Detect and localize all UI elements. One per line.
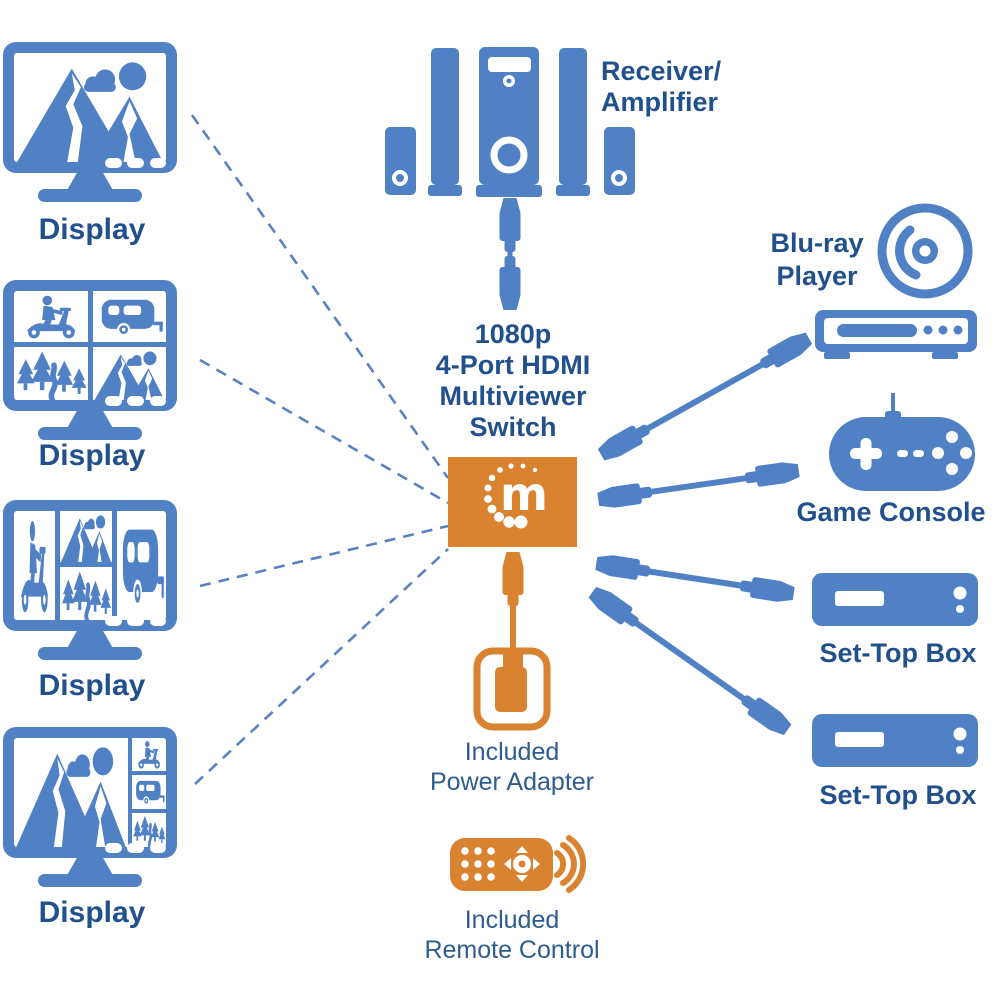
settop-box-1-icon bbox=[812, 573, 978, 626]
settop-box-2-icon bbox=[812, 714, 978, 767]
display-4-icon bbox=[3, 727, 177, 887]
display-connection-3 bbox=[199, 524, 449, 588]
remote-control-label: Included Remote Control bbox=[424, 906, 600, 964]
hdmi-cable-receiver bbox=[499, 198, 521, 310]
hdmi-cable-settop-1 bbox=[594, 552, 796, 605]
bluray-player-icon bbox=[815, 203, 977, 359]
game-console-label: Game Console bbox=[796, 497, 986, 527]
logo-letter: m bbox=[500, 467, 548, 521]
game-console-icon bbox=[829, 393, 975, 491]
display-connection-4 bbox=[194, 548, 449, 785]
remote-control-icon bbox=[450, 835, 587, 893]
display-4-label: Display bbox=[38, 896, 146, 929]
display-1-icon bbox=[3, 42, 177, 202]
display-3-label: Display bbox=[38, 669, 146, 702]
power-adapter-icon bbox=[473, 552, 551, 731]
switch-box: m bbox=[448, 457, 577, 547]
display-3-icon bbox=[3, 500, 177, 660]
display-connection-1 bbox=[190, 114, 450, 479]
settop-box-2-label: Set-Top Box bbox=[819, 780, 977, 810]
wireless-signal-icon bbox=[554, 835, 587, 893]
hdmi-cable-settop-2 bbox=[586, 583, 794, 739]
receiver-label: Receiver/ Amplifier bbox=[601, 56, 722, 117]
display-1-label: Display bbox=[38, 213, 146, 246]
manhattan-logo: m bbox=[484, 463, 548, 529]
hdmi-cable-game-console bbox=[596, 460, 801, 510]
switch-title: 1080p 4-Port HDMI Multiviewer Switch bbox=[435, 319, 591, 442]
display-2-label: Display bbox=[38, 439, 146, 472]
power-adapter-label: Included Power Adapter bbox=[430, 738, 594, 796]
receiver-amplifier-icon bbox=[385, 47, 635, 197]
display-connection-2 bbox=[199, 358, 449, 505]
bluray-label: Blu-ray Player bbox=[770, 228, 864, 291]
display-2-icon bbox=[3, 280, 177, 440]
display-connections bbox=[190, 114, 450, 785]
hdmi-cable-bluray bbox=[595, 329, 815, 464]
settop-box-1-label: Set-Top Box bbox=[819, 638, 977, 668]
